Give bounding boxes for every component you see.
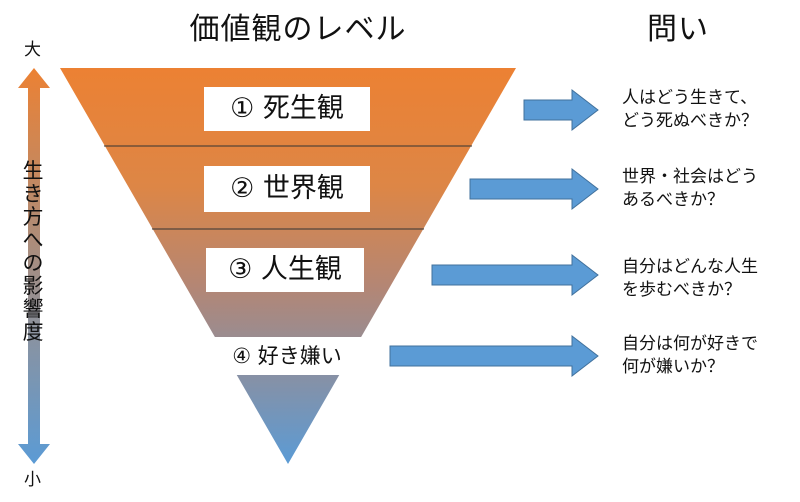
influence-scale-arrow	[18, 68, 50, 464]
level-1-label: ① 死生観	[230, 93, 344, 124]
question-1: 人はどう生きて、 どう死ぬべきか？	[622, 88, 758, 131]
question-3: 自分はどんな人生 を歩むべきか？	[622, 257, 758, 300]
influence-axis-label: 生き方への影響度	[22, 159, 44, 344]
question-4: 自分は何が好きで 何が嫌いか？	[622, 334, 758, 377]
question-2: 世界・社会はどう あるべきか？	[622, 167, 758, 210]
level-3-label: ③ 人生観	[228, 254, 342, 285]
scale-max-label: 大	[24, 40, 41, 60]
diagram-title: 価値観のレベル	[189, 12, 407, 47]
questions-title: 問い	[647, 12, 709, 47]
level-3-box: ③ 人生観	[206, 248, 364, 292]
level-4-label: ④ 好き嫌い	[232, 344, 342, 368]
level-2-box: ② 世界観	[204, 166, 370, 212]
level-1-box: ① 死生観	[204, 87, 370, 131]
question-arrow-4	[389, 334, 599, 378]
scale-min-label: 小	[24, 470, 41, 490]
level-4-box: ④ 好き嫌い	[206, 337, 368, 375]
level-2-label: ② 世界観	[230, 173, 344, 204]
question-arrow-3	[431, 253, 599, 297]
question-arrow-1	[523, 88, 599, 132]
question-arrow-2	[469, 167, 599, 211]
